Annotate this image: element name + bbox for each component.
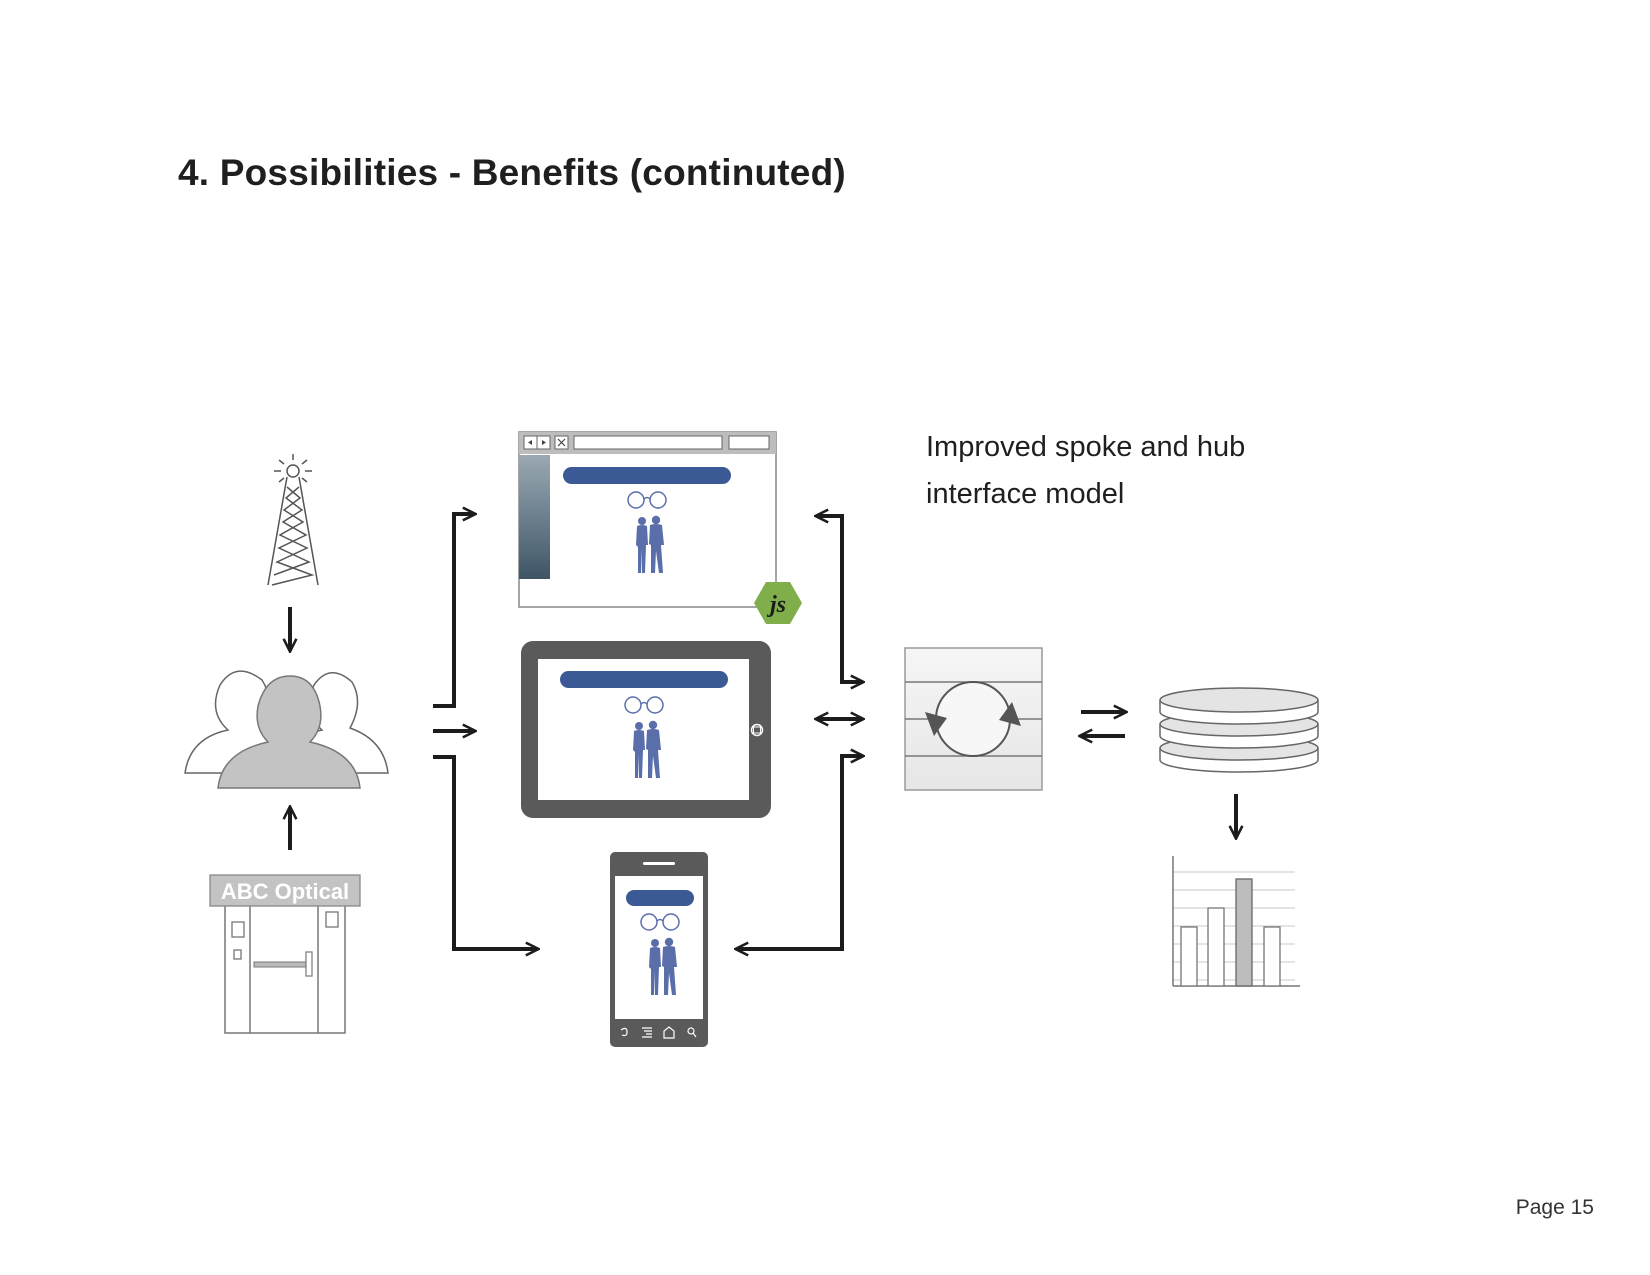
database-icon: [1159, 687, 1319, 773]
store-sign: ABC Optical: [221, 879, 349, 904]
hub-sync-icon: [904, 647, 1043, 791]
users-to-devices-connectors: [433, 514, 537, 949]
diagram-caption: Improved spoke and hub interface model: [926, 424, 1306, 518]
hub-database-sync-arrows: [1081, 712, 1125, 736]
tablet-icon: [521, 641, 771, 818]
caption-line-1: Improved spoke and hub: [926, 431, 1246, 463]
radio-tower-icon: [267, 454, 319, 586]
store-icon: ABC Optical: [209, 874, 361, 1034]
javascript-badge-icon: js: [754, 582, 802, 624]
page-title: 4. Possibilities - Benefits (continuted): [178, 152, 846, 193]
smartphone-icon: [610, 852, 708, 1047]
people-group-icon: [184, 670, 389, 789]
devices-to-hub-connectors: [737, 516, 862, 949]
js-badge-label: js: [766, 592, 786, 618]
page-number: Page 15: [1515, 1196, 1594, 1219]
bar-chart-icon: [1172, 856, 1300, 987]
caption-line-2: interface model: [926, 478, 1125, 510]
browser-window-icon: [518, 431, 777, 608]
